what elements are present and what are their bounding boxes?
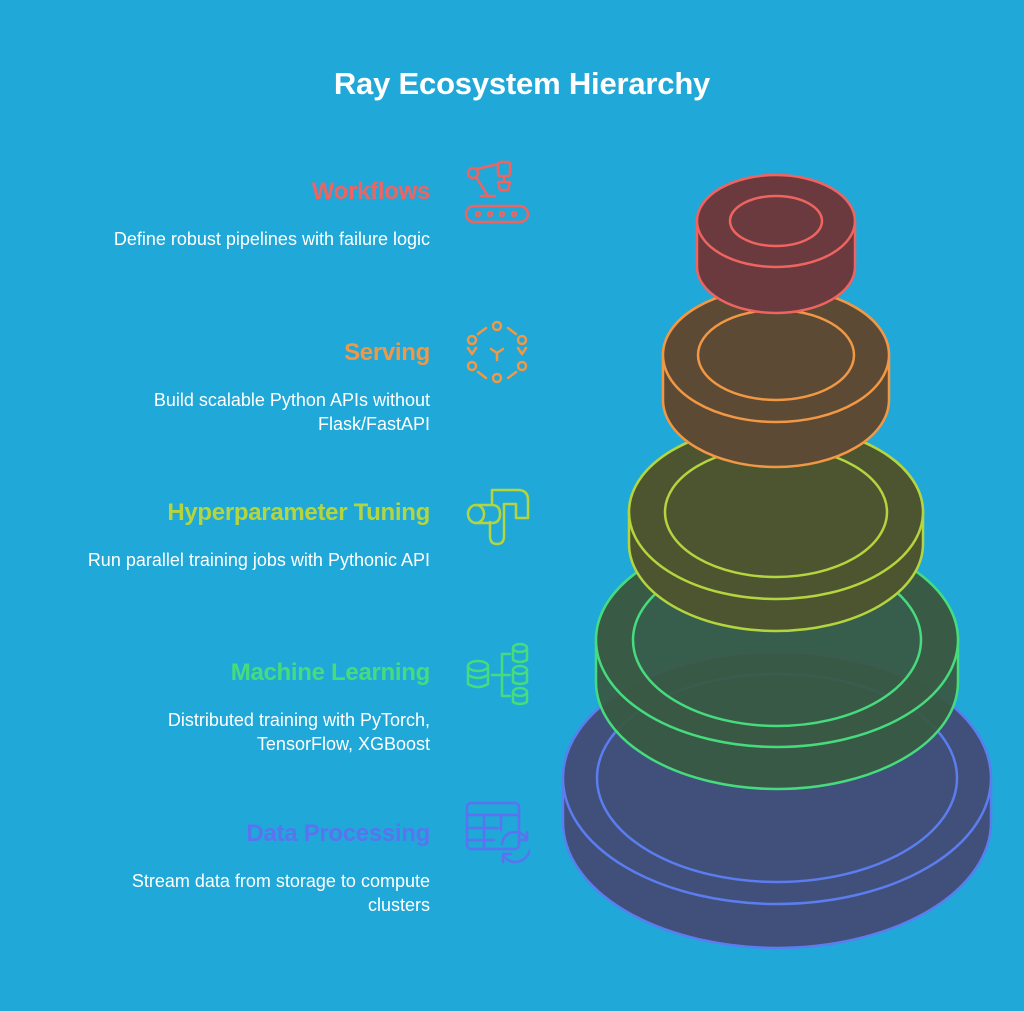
layer-heading: Workflows xyxy=(311,178,431,205)
layer-hyperparameter-tuning: Hyperparameter Tuning Run parallel train… xyxy=(0,499,430,572)
page-title: Ray Ecosystem Hierarchy xyxy=(333,66,711,101)
layer-heading: Data Processing xyxy=(246,820,430,847)
layer-description: Define robust pipelines with failure log… xyxy=(113,229,430,249)
network-hub-icon xyxy=(466,320,528,384)
layer-machine-learning: Machine Learning Distributed training wi… xyxy=(0,659,430,756)
layer-heading: Hyperparameter Tuning xyxy=(167,499,430,526)
layer-description: Stream data from storage to compute clus… xyxy=(131,871,430,915)
table-sync-icon xyxy=(465,801,530,864)
ring-hyperparameter-tuning xyxy=(627,423,925,633)
ring-workflows xyxy=(695,173,857,315)
database-tree-icon xyxy=(466,642,529,706)
pipe-icon xyxy=(466,488,530,546)
layer-description: Run parallel training jobs with Pythonic… xyxy=(87,550,430,570)
layer-heading: Machine Learning xyxy=(230,659,431,686)
robot-arm-conveyor-icon xyxy=(464,160,530,224)
layer-description: Distributed training with PyTorch, Tenso… xyxy=(167,710,430,754)
ring-serving xyxy=(661,286,891,469)
layer-description: Build scalable Python APIs without Flask… xyxy=(153,390,430,434)
layer-heading: Serving xyxy=(344,339,430,366)
layer-serving: Serving Build scalable Python APIs witho… xyxy=(0,339,430,436)
layer-workflows: Workflows Define robust pipelines with f… xyxy=(0,178,430,251)
layer-data-processing: Data Processing Stream data from storage… xyxy=(0,820,430,917)
